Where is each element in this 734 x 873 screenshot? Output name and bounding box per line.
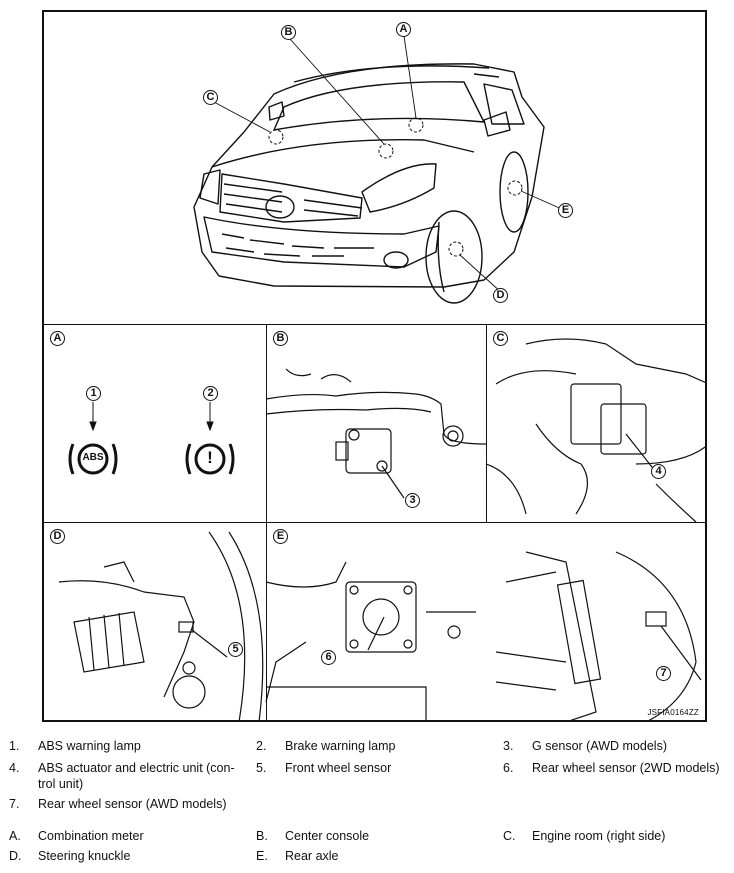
overview-callout-a: A [396, 22, 411, 37]
component-location-figure: A B C D E A 1 2 ABS ! B [42, 10, 707, 722]
legend-text: G sensor (AWD models) [532, 739, 667, 753]
overview-callout-d: D [493, 288, 508, 303]
lamp-callout-1: 1 [86, 386, 101, 401]
legend-text: Rear wheel sensor (2WD models) [532, 761, 720, 775]
vehicle-overview-drawing [193, 35, 565, 304]
legend-num: 7. [9, 797, 20, 811]
legend-num: 2. [256, 739, 267, 753]
legend-num: 1. [9, 739, 20, 753]
legend-text: Front wheel sensor [285, 761, 392, 775]
legend-text: Combination meter [38, 829, 144, 843]
legend-text: ABS warning lamp [38, 739, 141, 753]
legend-text: Rear axle [285, 849, 339, 863]
panel-label-c: C [493, 331, 508, 346]
legend-num: A. [9, 829, 21, 843]
legend-num: B. [256, 829, 268, 843]
front-wheel-sensor-drawing [58, 531, 264, 720]
abs-actuator-callout-4: 4 [651, 464, 666, 479]
overview-callout-e: E [558, 203, 573, 218]
brake-lamp-text: ! [207, 448, 213, 467]
abs-actuator-drawing [485, 338, 705, 523]
abs-lamp-text: ABS [82, 452, 104, 463]
legend-num: E. [256, 849, 268, 863]
figure-code: JSFIA0164ZZ [647, 708, 699, 717]
divider [266, 324, 267, 720]
legend-num: 4. [9, 761, 20, 775]
panel-label-b: B [273, 331, 288, 346]
rear-wheel-sensor-drawing [265, 551, 702, 720]
legend-text-continued: trol unit) [38, 777, 84, 791]
legend-num: 5. [256, 761, 267, 775]
lamp-callout-2: 2 [203, 386, 218, 401]
front-wheel-sensor-callout-5: 5 [228, 642, 243, 657]
legend-num: D. [9, 849, 22, 863]
divider [486, 324, 487, 522]
overview-callout-b: B [281, 25, 296, 40]
legend-text: ABS actuator and electric unit (con- [38, 761, 235, 775]
legend-num: 6. [503, 761, 514, 775]
divider [44, 522, 705, 523]
panel-label-e: E [273, 529, 288, 544]
g-sensor-callout-3: 3 [405, 493, 420, 508]
rear-wheel-sensor-2wd-callout-6: 6 [321, 650, 336, 665]
legend-text: Center console [285, 829, 370, 843]
rear-wheel-sensor-awd-callout-7: 7 [656, 666, 671, 681]
legend-text: Engine room (right side) [532, 829, 666, 843]
overview-callout-c: C [203, 90, 218, 105]
abs-warning-lamp-icon [68, 402, 235, 475]
legend-text: Rear wheel sensor (AWD models) [38, 797, 227, 811]
divider [44, 324, 705, 325]
g-sensor-drawing [265, 368, 487, 499]
legend-text: Brake warning lamp [285, 739, 396, 753]
legend-num: 3. [503, 739, 514, 753]
panel-label-d: D [50, 529, 65, 544]
panel-label-a: A [50, 331, 65, 346]
legend-text: Steering knuckle [38, 849, 131, 863]
legend-num: C. [503, 829, 516, 843]
